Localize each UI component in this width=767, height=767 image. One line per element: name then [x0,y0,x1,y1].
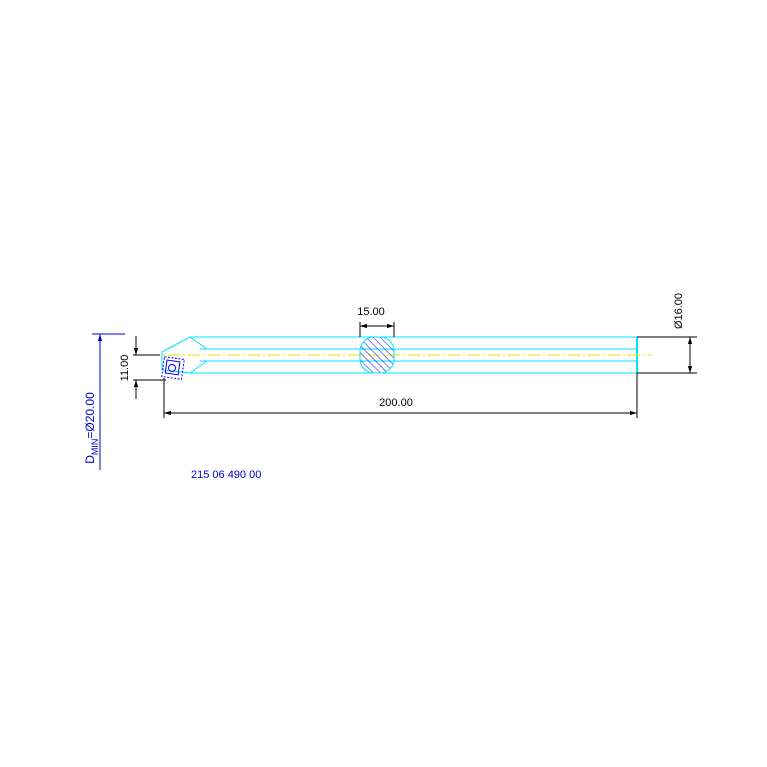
dimension-diameter [637,336,697,374]
dmin-subscript: MIN [90,439,100,456]
insert [161,356,185,380]
dmin-indicator [92,333,125,470]
dimension-offset [133,336,166,399]
section-hatch [359,336,395,374]
dmin-prefix: D [83,455,97,464]
dmin-label: DMIN=Ø20.00 [83,392,100,464]
dimension-width [359,322,395,337]
length-label: 200.00 [379,397,413,409]
dimension-length [163,373,638,418]
diameter-label: Ø16.00 [673,293,685,329]
width-label: 15.00 [357,306,385,318]
offset-label: 11.00 [119,355,131,382]
part-number: 215 06 490 00 [191,469,261,481]
tool-body [161,336,638,374]
dmin-value: =Ø20.00 [83,392,97,439]
